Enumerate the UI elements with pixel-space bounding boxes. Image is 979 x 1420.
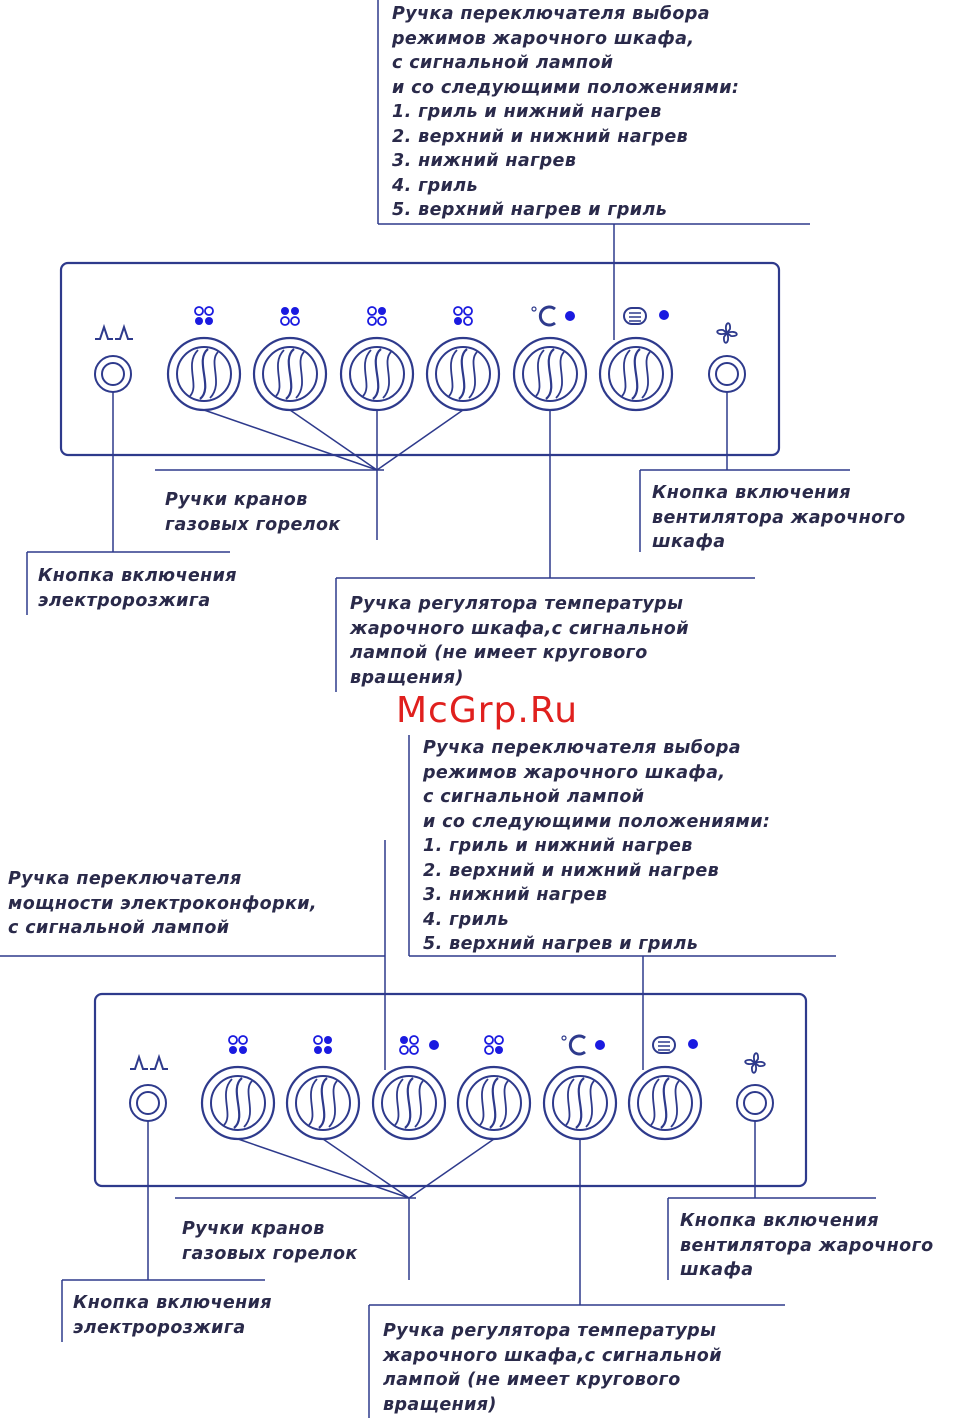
hotplate-switch-knob[interactable]: [371, 1065, 447, 1141]
gas-knob-1[interactable]: [200, 1065, 276, 1141]
fan-icon: [716, 322, 738, 344]
gas-knob-2[interactable]: [252, 336, 328, 412]
ignition-button[interactable]: [129, 1084, 167, 1122]
indicator-lamp-icon: [429, 1040, 439, 1050]
oven-mode-icon: [652, 1036, 698, 1054]
ignition-icon: [95, 323, 133, 340]
thermostat-icon: [531, 305, 575, 327]
gas-knob-3[interactable]: [339, 336, 415, 412]
ignition-button-label: Кнопка включения электророзжига: [73, 1293, 272, 1338]
fan-button[interactable]: [708, 355, 746, 393]
burner-position-icon: [399, 1035, 439, 1055]
hotplate-switch-label: Ручка переключателя мощности электроконф…: [8, 869, 317, 938]
gas-knob-1[interactable]: [166, 336, 242, 412]
thermostat-icon: [561, 1034, 605, 1056]
thermostat-knob[interactable]: [542, 1065, 618, 1141]
thermostat-knob[interactable]: [512, 336, 588, 412]
gas-knobs-label: Ручки кранов газовых горелок: [182, 1219, 358, 1264]
burner-position-icon: [228, 1035, 248, 1054]
fan-button-label: Кнопка включения вентилятора жарочного ш…: [680, 1211, 934, 1280]
panel-1: [26, 0, 850, 692]
gas-knob-4[interactable]: [425, 336, 501, 412]
mode-switch-knob[interactable]: [598, 336, 674, 412]
burner-position-icon: [453, 306, 473, 326]
mode-switch-knob[interactable]: [627, 1065, 703, 1141]
burner-position-icon: [313, 1035, 332, 1054]
gas-knobs-label: Ручки кранов газовых горелок: [165, 490, 341, 535]
fan-button-label: Кнопка включения вентилятора жарочного ш…: [652, 483, 906, 552]
burner-position-icon: [280, 307, 300, 326]
gas-knob-2[interactable]: [285, 1065, 361, 1141]
burner-position-icon: [194, 306, 214, 325]
burner-position-icon: [367, 306, 387, 326]
watermark: McGrp.Ru: [396, 690, 579, 731]
indicator-lamp-icon: [565, 311, 575, 321]
mode-switch-label: Ручка переключателя выбора режимов жароч…: [392, 4, 740, 220]
fan-button[interactable]: [736, 1084, 774, 1122]
ignition-icon: [130, 1053, 168, 1070]
thermostat-label: Ручка регулятора температуры жарочного ш…: [350, 594, 689, 688]
mode-switch-label: Ручка переключателя выбора режимов жароч…: [423, 738, 771, 954]
panel-2: [0, 735, 876, 1418]
ignition-button[interactable]: [94, 355, 132, 393]
indicator-lamp-icon: [595, 1040, 605, 1050]
fan-icon: [744, 1052, 766, 1074]
gas-knob-3[interactable]: [456, 1065, 532, 1141]
ignition-button-label: Кнопка включения электророзжига: [38, 566, 237, 611]
burner-position-icon: [484, 1035, 504, 1055]
oven-mode-icon: [623, 307, 669, 325]
indicator-lamp-icon: [659, 310, 669, 320]
control-panel-front: [59, 261, 781, 457]
indicator-lamp-icon: [688, 1039, 698, 1049]
thermostat-label: Ручка регулятора температуры жарочного ш…: [383, 1321, 722, 1415]
